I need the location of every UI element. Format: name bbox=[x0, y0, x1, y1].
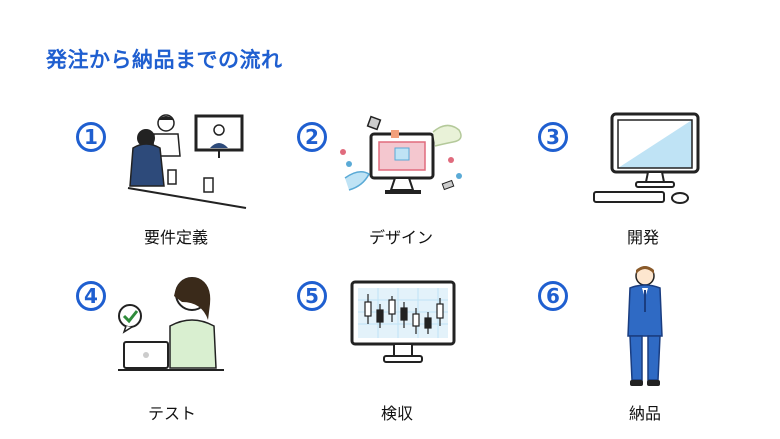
chart-monitor-illustration-icon bbox=[350, 280, 456, 363]
step-number-3: 3 bbox=[538, 122, 568, 152]
meeting-illustration-icon bbox=[127, 114, 247, 209]
step-label-6: 納品 bbox=[628, 404, 662, 423]
desktop-computer-illustration-icon bbox=[593, 112, 700, 204]
step-number-4: 4 bbox=[76, 281, 106, 311]
page-title: 発注から納品までの流れ bbox=[46, 48, 283, 72]
bowing-person-illustration-icon bbox=[627, 266, 663, 386]
laptop-check-illustration-icon bbox=[118, 277, 224, 371]
step-label-4: テスト bbox=[147, 404, 197, 423]
step-label-1: 要件定義 bbox=[143, 228, 209, 247]
step-label-3: 開発 bbox=[626, 228, 660, 247]
step-number-5: 5 bbox=[297, 281, 327, 311]
step-number-1: 1 bbox=[76, 122, 106, 152]
step-label-2: デザイン bbox=[368, 228, 434, 247]
step-number-2: 2 bbox=[297, 122, 327, 152]
design-monitor-illustration-icon bbox=[340, 115, 462, 194]
step-label-5: 検収 bbox=[380, 404, 414, 423]
step-number-6: 6 bbox=[538, 281, 568, 311]
